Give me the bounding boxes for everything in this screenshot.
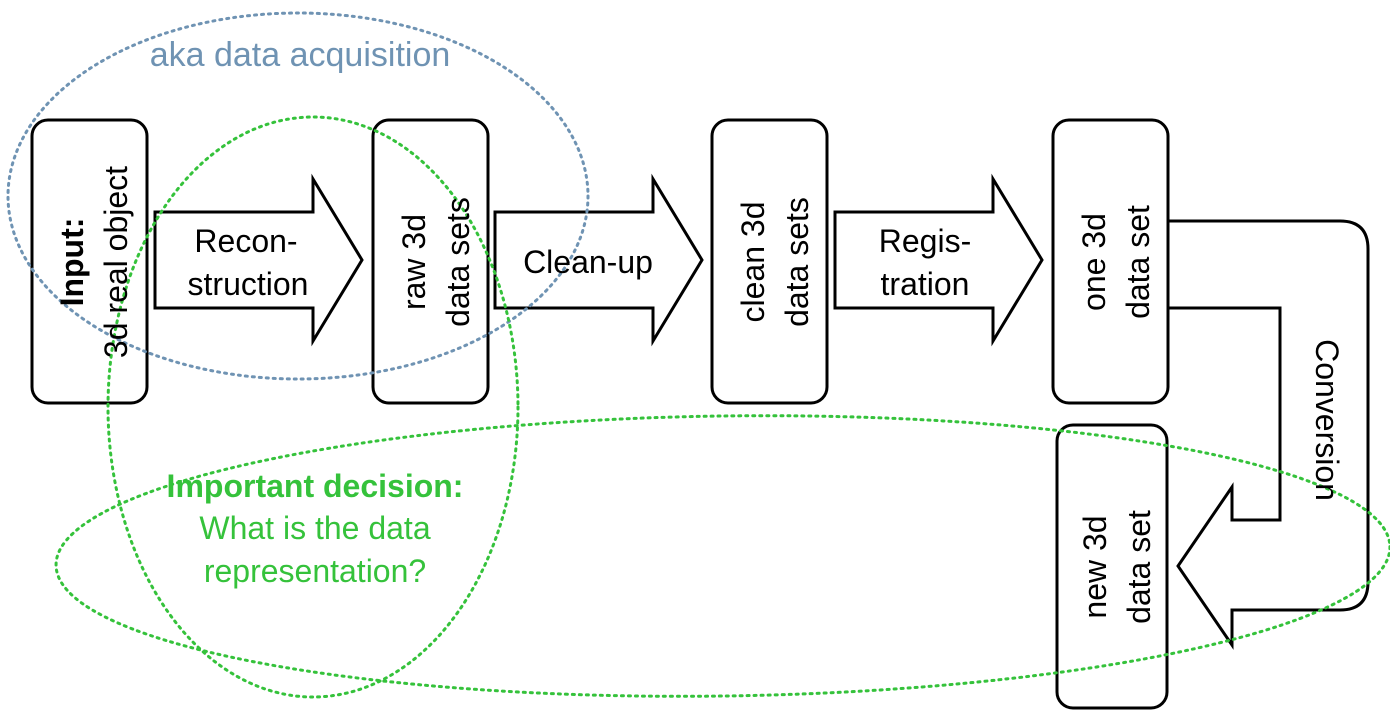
one-box bbox=[1051, 118, 1170, 405]
clean-label-2: data sets bbox=[779, 197, 815, 327]
decision-ellipse-round bbox=[106, 115, 520, 699]
new-label-1: new 3d bbox=[1077, 515, 1113, 618]
raw-label-1: raw 3d bbox=[396, 214, 432, 310]
acquisition-ellipse bbox=[6, 11, 590, 381]
input-box bbox=[30, 118, 149, 405]
decision-line1: What is the data bbox=[199, 510, 430, 546]
conversion-label: Conversion bbox=[1309, 339, 1345, 501]
reconstruction-label-1: Recon- bbox=[194, 223, 297, 259]
registration-label-2: tration bbox=[881, 266, 970, 302]
one-label-1: one 3d bbox=[1076, 213, 1112, 311]
clean-box bbox=[710, 118, 829, 405]
clean-label-1: clean 3d bbox=[735, 202, 771, 323]
conversion-arrow bbox=[1164, 219, 1370, 650]
input-label-2: 3d real object bbox=[98, 166, 134, 358]
new-label-2: data set bbox=[1121, 510, 1157, 624]
decision-title: Important decision: bbox=[167, 468, 464, 504]
registration-arrow bbox=[833, 173, 1044, 347]
acquisition-label: aka data acquisition bbox=[150, 36, 451, 74]
input-label-bold: Input: bbox=[54, 218, 90, 307]
new-box bbox=[1055, 423, 1169, 710]
raw-box bbox=[371, 118, 490, 405]
reconstruction-arrow bbox=[153, 173, 364, 347]
cleanup-label: Clean-up bbox=[523, 244, 653, 280]
one-label-2: data set bbox=[1120, 205, 1156, 319]
cleanup-arrow bbox=[493, 173, 704, 347]
decision-line2: representation? bbox=[204, 553, 426, 589]
registration-label-1: Regis- bbox=[879, 223, 971, 259]
reconstruction-label-2: struction bbox=[188, 266, 309, 302]
raw-label-2: data sets bbox=[440, 197, 476, 327]
